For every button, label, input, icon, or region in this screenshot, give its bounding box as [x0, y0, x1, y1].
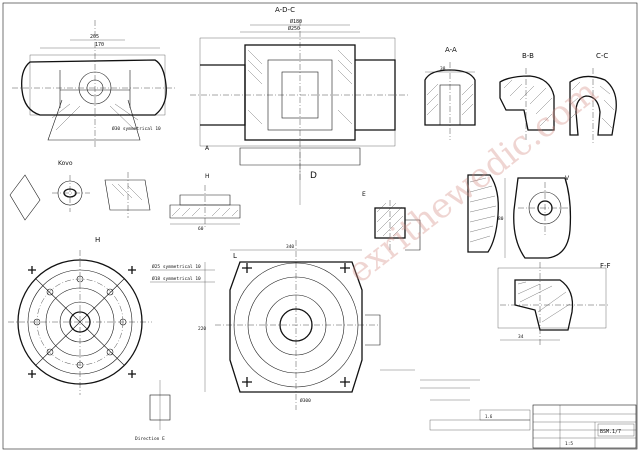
view-h-label: H [205, 173, 210, 180]
section-adc-view: A-D-C Ø180 Ø250 D A [190, 6, 410, 205]
section-aa-title: A-A [445, 46, 457, 54]
detail-slot-view [467, 174, 499, 253]
detail-h-view: H 60 [169, 173, 241, 232]
general-notes [380, 369, 480, 401]
plan-view-left: H Ø25 symmetrical 10 Ø18 symmetrical 10 … [8, 236, 215, 442]
dim-80: 34 [518, 334, 524, 340]
section-bb-title: B-B [522, 52, 534, 60]
section-bb-view: B-B [499, 52, 555, 140]
dim-170: 170 [95, 42, 104, 48]
dim-120: 80 [498, 216, 504, 222]
direction-label: Direction E [135, 436, 165, 442]
note-sym-1: Ø30 symmetrical 10 [112, 125, 161, 132]
title-block: BSM.1/7 1:5 1.6 [429, 404, 637, 449]
section-ff-view: F-F 34 [497, 262, 611, 345]
top-left-part-view: 205 170 Ø30 symmetrical 10 [12, 20, 175, 148]
view-k-label: Kovo [58, 160, 73, 167]
view-e-label: E [362, 191, 366, 198]
view-v-label: V [565, 175, 570, 182]
dim-d250: Ø250 [288, 25, 300, 32]
view-d-label: D [310, 171, 317, 181]
plan-mid-label: L [233, 252, 237, 260]
dim-340: 340 [286, 244, 294, 250]
section-cc-view: C-C [569, 52, 617, 145]
section-adc-title: A-D-C [275, 6, 295, 14]
detail-e-view: E [362, 191, 421, 251]
dim-d180: Ø180 [290, 18, 302, 25]
plan-view-center: 340 220 Ø300 L [198, 240, 381, 410]
dim-38: 38 [440, 66, 446, 72]
dim-205: 205 [90, 34, 99, 40]
plan-left-bolt-holes [33, 275, 127, 369]
plan-center-corner-marks [242, 263, 350, 387]
note-sym-3: Ø18 symmetrical 10 [152, 275, 201, 282]
note-sym-2: Ø25 symmetrical 10 [152, 263, 201, 270]
plan-left-label: H [95, 236, 100, 244]
section-cc-title: C-C [596, 52, 608, 60]
section-ff-title: F-F [600, 262, 611, 270]
dim-60: 60 [198, 226, 204, 232]
dim-220: 220 [198, 326, 206, 332]
section-aa-view: A-A 38 [424, 46, 476, 140]
title-block-scale: 1:5 [565, 441, 573, 447]
title-block-number: BSM.1/7 [600, 429, 621, 435]
dim-roughness: 1.6 [485, 414, 493, 419]
section-a-mark: A [205, 145, 210, 152]
detail-v-view: V 80 [498, 175, 572, 259]
detail-k-view: Kovo [9, 160, 151, 221]
dim-d300: Ø300 [300, 397, 311, 404]
